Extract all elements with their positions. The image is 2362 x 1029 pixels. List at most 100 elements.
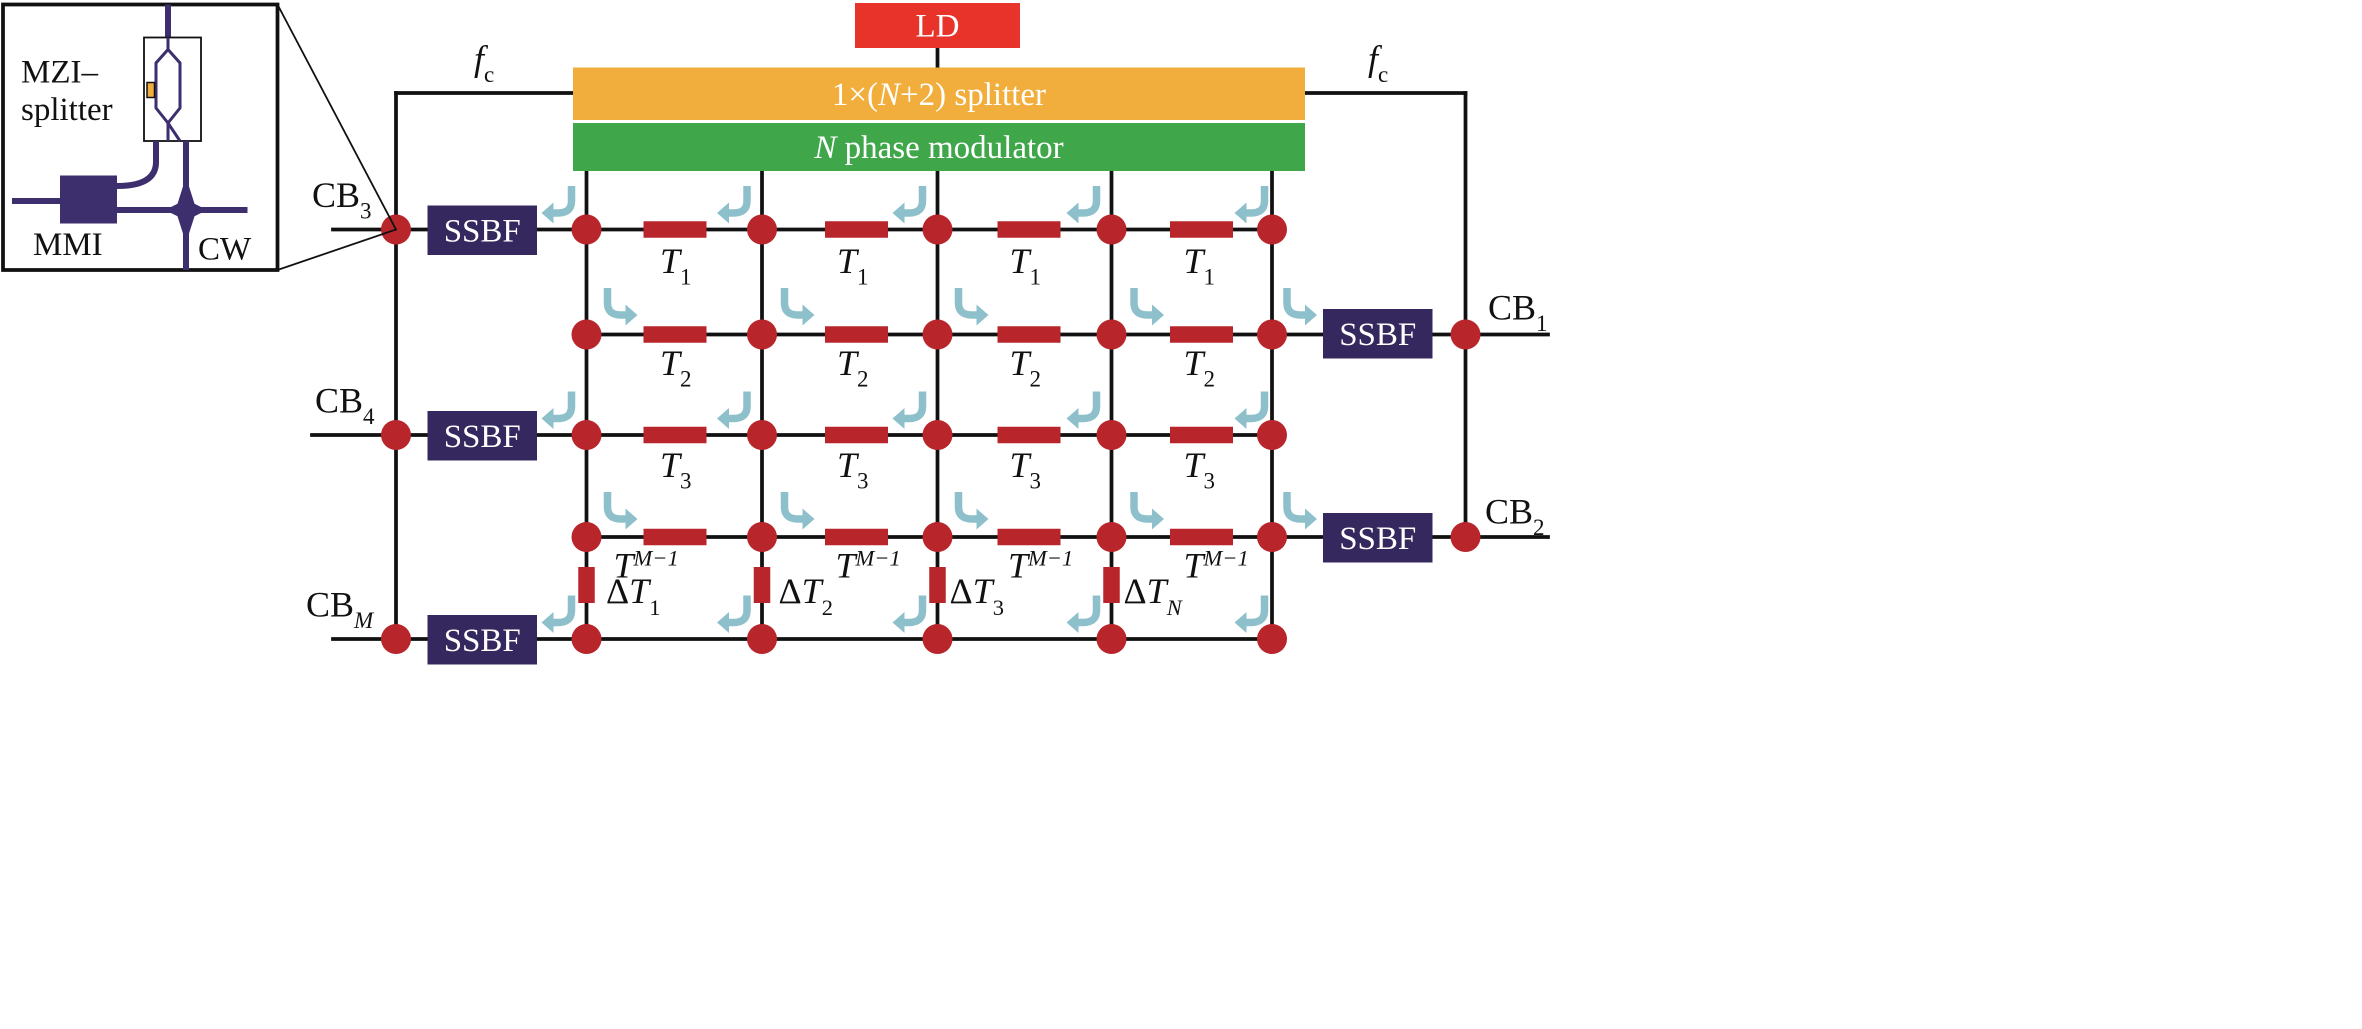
hook-arrow-left-r1-2 (727, 186, 751, 217)
node-r5-c1 (571, 624, 602, 654)
node-r3-c2 (747, 420, 777, 450)
hook-arrow-left-r3-2 (727, 595, 751, 627)
ssbf-row-5 (427, 615, 537, 665)
mzi-arm-left (154, 37, 170, 141)
phase-modulator-box-label-part: phase modulator (836, 130, 1063, 166)
fc-label-left: fc (474, 39, 494, 88)
label-t2-1-base: T (660, 343, 683, 383)
inset-cw-label: CW (198, 232, 252, 268)
inset-mmi-label: MMI (33, 227, 103, 263)
label-delta-4: ΔTN (1124, 571, 1184, 620)
label-t2-1: T2 (660, 343, 692, 392)
label-tm1-1-sub: M−1 (633, 546, 679, 571)
delay-line-r4-c1 (643, 528, 707, 546)
ssbf-row-3 (427, 411, 537, 461)
node-r2-c3 (922, 319, 953, 350)
node-r3-c3 (922, 420, 953, 450)
ssbf-row-1 (427, 205, 537, 255)
label-t1-2: T1 (837, 241, 869, 290)
delay-line-r3-c2 (825, 426, 888, 444)
ssbf-row-4-label: SSBF (1339, 521, 1416, 557)
label-t2-2-sub: 2 (857, 366, 869, 392)
label-t1-4-base: T (1184, 241, 1207, 281)
port-cb4: CB4 (315, 381, 375, 430)
splitter-box-label-part: +2) splitter (900, 77, 1046, 113)
delay-line-r1-c1 (643, 221, 707, 238)
delay-line-r1-c4 (1170, 221, 1233, 238)
port-cbm: CBM (306, 585, 375, 634)
label-t2-4-sub: 2 (1204, 366, 1216, 392)
port-cb2-sub: 2 (1533, 514, 1545, 540)
arrows (541, 186, 1317, 633)
hook-arrow-left-r1-1 (552, 186, 576, 217)
bus-node-cbm (381, 624, 411, 654)
label-tm1-2: TM−1 (836, 546, 901, 586)
label-t3-3-sub: 3 (1030, 468, 1042, 494)
delta-delay-4 (1103, 567, 1120, 603)
hook-arrow-left-r1-2-head (717, 202, 729, 224)
phase-modulator-box-label: N phase modulator (813, 130, 1063, 166)
label-t2-3: T2 (1010, 343, 1042, 392)
label-t3-1: T3 (660, 445, 692, 494)
fc-label-right-sub: c (1378, 61, 1388, 87)
node-r1-c2 (747, 214, 777, 245)
crossing-waveguide-vertical (175, 177, 197, 243)
label-t2-2-base: T (837, 343, 860, 383)
hook-arrow-left-r3-2-head (717, 612, 729, 633)
delay-line-r1-c2 (825, 221, 888, 238)
label-delta-3-sub: 3 (993, 595, 1004, 620)
hook-arrow-right-r1-2 (780, 288, 804, 319)
hook-arrow-left-r2-2 (727, 391, 751, 423)
hook-arrow-left-r2-4-head (1066, 408, 1079, 429)
coupler-nodes (381, 214, 1481, 654)
node-r4-c3 (922, 522, 953, 552)
label-t3-1-sub: 3 (680, 468, 692, 494)
hook-arrow-left-r1-5-head (1234, 202, 1247, 224)
ld-box-label: LD (916, 9, 960, 45)
label-t3-2-base: T (837, 445, 860, 485)
hook-arrow-left-r1-3 (903, 186, 927, 217)
delta-delay-3 (929, 567, 946, 603)
node-r5-c3 (922, 624, 953, 654)
hook-arrow-right-r2-2-head (802, 508, 815, 530)
port-cb2-base: CB (1485, 492, 1533, 532)
port-cb4-sub: 4 (363, 403, 375, 429)
label-delta-4-var: T (1147, 571, 1170, 611)
label-t3-4: T3 (1184, 445, 1216, 494)
delay-line-r3-c3 (997, 426, 1061, 444)
hook-arrow-right-r1-4 (1130, 288, 1154, 319)
node-r2-c5 (1257, 319, 1287, 350)
hook-arrow-left-r2-1 (552, 391, 576, 423)
hook-arrow-left-r3-4 (1077, 595, 1101, 627)
label-tm1-1-base: T (614, 546, 637, 586)
delay-line-r2-c3 (997, 326, 1061, 343)
node-r3-c4 (1096, 420, 1127, 450)
hook-arrow-right-r2-4 (1130, 492, 1154, 523)
label-t2-1-sub: 2 (680, 366, 692, 392)
hook-arrow-right-r2-2 (780, 492, 804, 523)
label-t1-3: T1 (1010, 241, 1042, 290)
zoom-line-bottom (276, 228, 398, 272)
label-t3-2-sub: 3 (857, 468, 869, 494)
zoom-line-top (276, 3, 398, 231)
ssbf-row-4 (1323, 513, 1433, 563)
hook-arrow-left-r2-1-head (541, 408, 554, 429)
label-t1-4: T1 (1184, 241, 1216, 290)
port-cb1: CB1 (1488, 288, 1548, 337)
hook-arrow-left-r3-5-head (1234, 612, 1247, 633)
hook-arrow-left-r1-3-head (892, 202, 905, 224)
hook-arrow-left-r2-3 (903, 391, 927, 423)
label-tm1-4: TM−1 (1184, 546, 1249, 586)
bus-node-cb2 (1450, 522, 1481, 552)
label-delta-4-sym: Δ (1124, 571, 1147, 611)
label-t3-2: T3 (837, 445, 869, 494)
delay-line-r2-c2 (825, 326, 888, 343)
node-r3-c1 (571, 420, 602, 450)
label-t3-4-base: T (1184, 445, 1207, 485)
hook-arrow-right-r2-5-head (1305, 508, 1317, 530)
label-tm1-4-sub: M−1 (1203, 546, 1249, 571)
hook-arrow-right-r1-5-head (1305, 304, 1317, 326)
node-r4-c5 (1257, 522, 1287, 552)
label-tm1-3-base: T (1008, 546, 1031, 586)
